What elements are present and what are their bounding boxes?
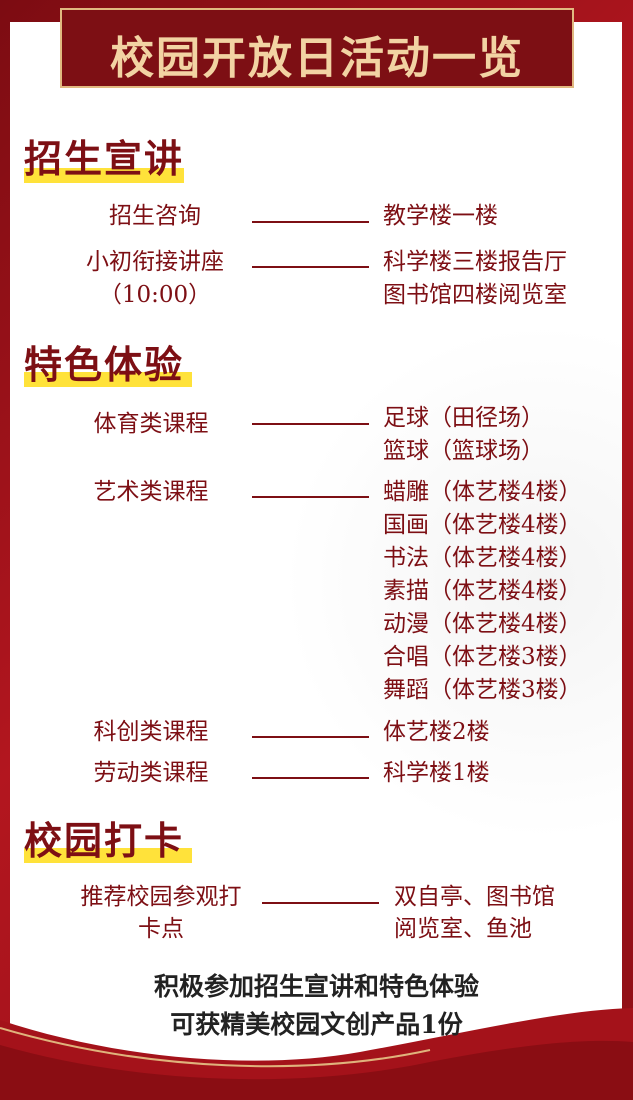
row-location: 合唱（体艺楼3楼） [383,644,582,670]
row-label: 招生咨询 [109,203,201,229]
row-location: 科学楼1楼 [383,760,490,786]
row-location: 素描（体艺楼4楼） [383,578,582,604]
row-label-sub: （10:00） [98,282,212,308]
row-location: 蜡雕（体艺楼4楼） [383,479,582,505]
row-location: 动漫（体艺楼4楼） [383,611,582,637]
connector-line [252,736,369,738]
section-highlight [24,168,184,183]
section-heading: 特色体验 [24,342,185,387]
row-location: 舞蹈（体艺楼3楼） [383,677,582,703]
row-label: 小初衔接讲座 [86,249,224,275]
row-location: 篮球（篮球场） [383,438,544,464]
page-title: 校园开放日活动一览 [110,33,524,84]
title-banner: 校园开放日活动一览 [60,8,574,88]
section-heading: 招生宣讲 [24,136,185,181]
row-label: 推荐校园参观打 [80,884,242,910]
row-location: 双自亭、图书馆 [394,884,555,910]
row-location: 教学楼一楼 [383,203,498,229]
row-label: 科创类课程 [93,719,209,745]
content-panel [10,22,622,1078]
row-location: 体艺楼2楼 [383,719,490,745]
connector-line [252,777,369,779]
connector-line [252,496,369,498]
row-location: 科学楼三楼报告厅 [383,249,567,275]
row-location: 国画（体艺楼4楼） [383,512,582,538]
connector-line [262,902,379,904]
section-heading: 校园打卡 [24,818,185,863]
section-highlight [24,372,192,387]
row-label-sub: 卡点 [138,916,184,942]
decorative-wave [0,1008,633,1100]
connector-line [252,221,369,223]
row-label: 体育类课程 [93,411,209,437]
row-location: 阅览室、鱼池 [394,916,532,942]
row-location: 书法（体艺楼4楼） [383,545,582,571]
row-label: 艺术类课程 [93,479,209,505]
section-highlight [24,848,192,863]
footer-line: 积极参加招生宣讲和特色体验 [153,972,479,1001]
connector-line [252,266,369,268]
row-location: 足球（田径场） [383,405,544,431]
connector-line [252,423,369,425]
footer-line: 可获精美校园文创产品1份 [170,1010,463,1039]
row-label: 劳动类课程 [93,760,209,786]
row-location: 图书馆四楼阅览室 [383,282,567,308]
